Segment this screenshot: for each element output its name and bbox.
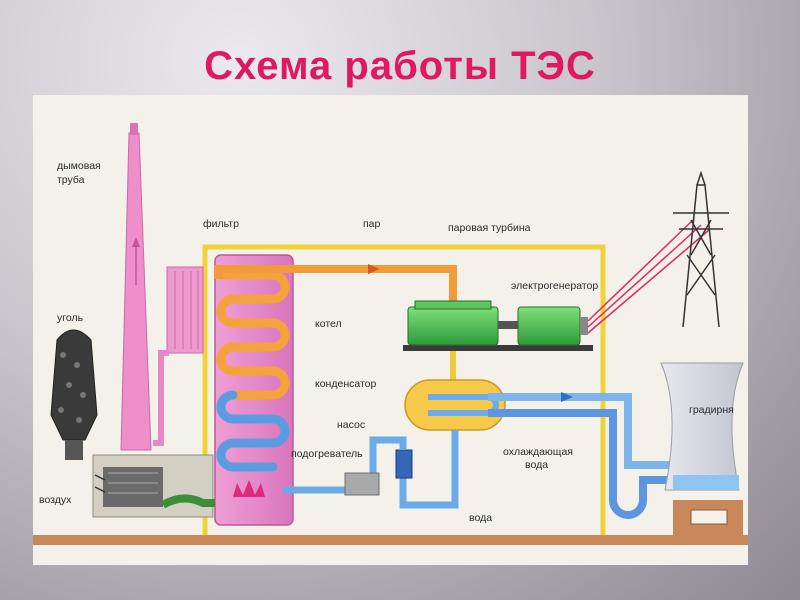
ground	[33, 535, 748, 545]
pump	[395, 449, 413, 479]
fan-duct	[160, 494, 215, 509]
heater	[344, 472, 380, 496]
chimney	[120, 123, 152, 451]
tower-base-opening	[690, 509, 728, 525]
label-steam: пар	[363, 218, 381, 230]
air-arrows	[94, 474, 106, 493]
electric-generator	[517, 306, 588, 346]
yellow-frame	[202, 244, 606, 535]
label-condenser: конденсатор	[315, 378, 377, 390]
feedwater-pipe	[283, 436, 407, 494]
power-plant-diagram: дымовая труба фильтр пар паровая турбина…	[33, 123, 748, 545]
label-cooling-tower: градирня	[689, 404, 734, 416]
label-chimney-1: дымовая	[57, 160, 101, 172]
label-coal: уголь	[57, 312, 84, 324]
coal-feeder	[65, 440, 83, 460]
diagram-panel: дымовая труба фильтр пар паровая турбина…	[33, 95, 748, 565]
boiler-coil-water	[216, 390, 290, 472]
cooling-arrow	[561, 392, 573, 402]
cooling-tower	[660, 362, 744, 491]
label-filter: фильтр	[203, 218, 239, 230]
flue-duct	[153, 350, 169, 446]
power-lines	[587, 219, 710, 334]
furnace	[92, 454, 214, 518]
coal-bunker	[50, 329, 98, 441]
label-heater: подогреватель	[291, 448, 363, 460]
label-cooling-water-1: охлаждающая	[503, 446, 573, 458]
label-generator: электрогенератор	[511, 280, 598, 292]
label-chimney-2: труба	[57, 174, 85, 186]
power-pylon	[673, 170, 729, 328]
steam-pipe	[214, 265, 457, 307]
label-pump: насос	[337, 419, 365, 431]
label-turbine: паровая турбина	[448, 222, 531, 234]
shaft	[498, 321, 518, 329]
filter-unit	[166, 266, 204, 354]
slide-title: Схема работы ТЭС	[204, 44, 596, 88]
steam-turbine	[407, 300, 499, 346]
label-water: вода	[469, 512, 492, 524]
label-boiler: котел	[315, 318, 342, 330]
cooling-water-out	[488, 393, 673, 469]
condensate-pipe	[399, 430, 459, 509]
condenser	[404, 379, 506, 431]
turbine-platform	[403, 345, 593, 351]
label-air: воздух	[39, 494, 72, 506]
boiler-coil-steam	[216, 270, 290, 400]
steam-arrow	[368, 264, 380, 274]
label-cooling-water-2: вода	[525, 459, 548, 471]
cooling-water-return	[488, 409, 673, 519]
